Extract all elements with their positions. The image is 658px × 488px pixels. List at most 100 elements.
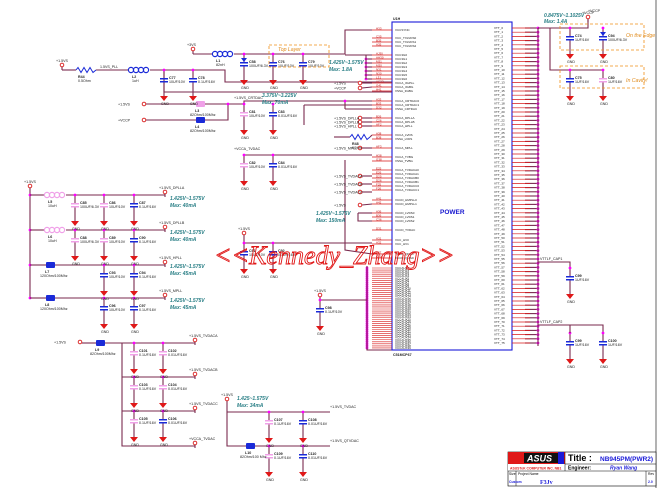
net-port[interactable]	[59, 62, 65, 68]
ground-label: GND	[300, 444, 308, 448]
net-port[interactable]	[162, 224, 168, 230]
chip-pin-name: VCCA_3GPLL	[395, 81, 415, 85]
chip-pin-number: B26	[376, 114, 382, 118]
net-port[interactable]	[192, 440, 198, 446]
chip-pin-name: VTT_28	[494, 144, 505, 148]
net-port[interactable]	[77, 339, 83, 345]
wire	[205, 100, 372, 105]
top-layer-label: Top Layer	[278, 47, 301, 53]
chip-pin-name: VTT_16	[494, 93, 505, 97]
cap-ref: C103	[139, 383, 148, 387]
chip-pin-name: VTT_37	[494, 181, 505, 185]
chip-pin-name: VCCA_TVDACC0	[395, 184, 419, 188]
chip-ref: U1H	[393, 17, 401, 21]
ground-label: GND	[101, 227, 109, 231]
capacitor-plate	[100, 276, 108, 278]
chip-pin-name: VTT_31	[494, 156, 505, 160]
bead-value: 82Ohm/100 Mhz	[240, 455, 267, 459]
junction-dot	[161, 375, 165, 379]
cap-value: 0.01UF/16V	[278, 114, 298, 118]
chip-pin-name: VCCAUX14	[395, 295, 411, 299]
net-label: +1.5VS	[24, 180, 36, 184]
net-port[interactable]	[357, 80, 363, 86]
net-port[interactable]	[241, 230, 247, 236]
capacitor-plate	[130, 203, 138, 205]
chip-pin-name: VCCAUX5	[395, 276, 410, 280]
ground-icon	[316, 326, 324, 331]
net-port[interactable]	[357, 85, 363, 91]
ground-label: GND	[567, 60, 575, 64]
net-port[interactable]	[162, 189, 168, 195]
bead-ref: L4	[195, 125, 199, 129]
cap-ref: C84	[278, 161, 285, 165]
chip-pin-name: VCCA_DPLLA	[395, 116, 415, 120]
net-port[interactable]	[357, 202, 363, 208]
net-port[interactable]	[190, 46, 196, 52]
ground-label: GND	[72, 227, 80, 231]
ground-icon	[269, 181, 277, 186]
note-tv-range: 1.425~1.575V	[237, 396, 269, 402]
chip-pin-name: VTT_66	[494, 303, 505, 307]
ground-icon	[599, 54, 607, 59]
ground-label: GND	[160, 409, 168, 413]
net-port[interactable]	[357, 145, 363, 151]
company-name: ASUSTeK COMPUTER INC. NB1	[510, 467, 561, 471]
chip-pin-name: VTT_34	[494, 169, 505, 173]
net-port[interactable]	[317, 292, 323, 298]
net-port[interactable]	[27, 183, 33, 189]
capacitor-plate	[269, 65, 277, 67]
cap-ref: C94	[608, 34, 615, 38]
chip-pin-name: VTT_62	[494, 286, 505, 290]
net-port[interactable]	[141, 117, 147, 123]
chip-pin-name: VTT_44	[494, 211, 505, 215]
chip-pin-name: VTT_70	[494, 320, 505, 324]
chip-pin-name: VTT_45	[494, 215, 505, 219]
chip-pin-name: VCCD_TVDAC	[395, 228, 416, 232]
net-port[interactable]	[162, 292, 168, 298]
chip-pin-name: VTT_4	[494, 43, 503, 47]
chip-pin-name: VTT_15	[494, 89, 505, 93]
cap-value: 100UF/6.3V	[80, 205, 100, 209]
chip-pin-name: VCCD_LVDS2	[395, 219, 415, 223]
cap-value: 10UF/10V	[249, 253, 266, 257]
note-mpll-max: Max: 45mA	[170, 305, 197, 311]
net-label: +1.5VS	[314, 289, 326, 293]
ground-icon	[269, 130, 277, 135]
net-port[interactable]	[162, 259, 168, 265]
wire	[344, 160, 373, 255]
net-port[interactable]	[141, 101, 147, 107]
cap-ref: C86	[109, 201, 116, 205]
cap-value: 10UF/10V	[249, 165, 266, 169]
chip-pin-name: VCCAUX39	[395, 346, 411, 350]
project-value: F3Jv	[540, 480, 553, 486]
junction-dot	[267, 444, 271, 448]
net-port[interactable]	[357, 123, 363, 129]
cap-ref: C77	[169, 76, 176, 80]
net-port[interactable]	[192, 405, 198, 411]
chip-pin-number: H33	[376, 26, 382, 30]
capacitor-plate	[299, 62, 307, 64]
capacitor-plate	[159, 385, 167, 387]
net-port[interactable]	[357, 173, 363, 179]
note-hpll-range: 1.425V~1.575V	[170, 264, 205, 270]
net-port[interactable]	[357, 189, 363, 195]
chip-pin-name: VCCD_LVDS1	[395, 215, 415, 219]
capacitor-plate	[566, 341, 574, 343]
ground-label: GND	[270, 136, 278, 140]
cap-value: 0.01UF/16V	[168, 421, 188, 425]
bead-ref: L10	[245, 451, 251, 455]
net-port[interactable]	[224, 396, 230, 402]
chip-pin-name: VTT_29	[494, 148, 505, 152]
capacitor-plate	[100, 273, 108, 275]
chip-pin-name: VCCSYNC	[395, 28, 411, 32]
net-port[interactable]	[585, 14, 591, 20]
capacitor-plate	[316, 311, 324, 313]
chip-pin-name: VCCAUX9	[395, 284, 410, 288]
chip-pin-name: VCCA_TVDACA1	[395, 172, 419, 176]
net-port[interactable]	[357, 181, 363, 187]
net-port[interactable]	[192, 371, 198, 377]
resistor	[75, 66, 97, 74]
net-port[interactable]	[192, 337, 198, 343]
ground-icon	[159, 437, 167, 442]
